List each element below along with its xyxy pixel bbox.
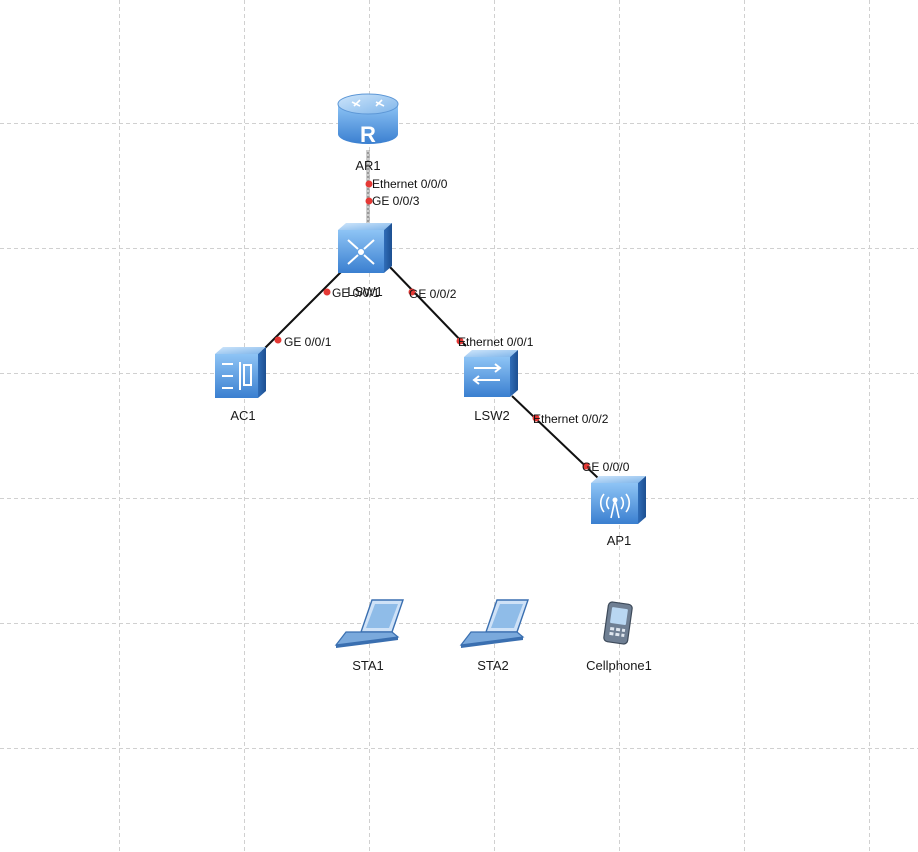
port-dot — [456, 337, 464, 345]
access-controller-icon — [215, 347, 266, 398]
links — [261, 150, 599, 479]
port-dot — [532, 414, 540, 422]
port-dot — [365, 197, 373, 205]
port-label: GE 0/0/2 — [409, 287, 457, 301]
device-label: Cellphone1 — [586, 658, 652, 673]
core-switch-icon — [338, 223, 392, 273]
port-label: GE 0/0/1 — [284, 335, 332, 349]
device-sta1[interactable]: STA1 — [334, 599, 404, 673]
switch-icon — [464, 350, 518, 397]
port-dot — [408, 288, 416, 296]
device-lsw1[interactable]: LSW1 — [338, 223, 392, 299]
port-label: GE 0/0/3 — [372, 194, 420, 208]
laptop-icon — [459, 599, 529, 648]
port-dots — [274, 180, 590, 470]
cellphone-icon — [603, 601, 633, 645]
port-dot — [274, 336, 282, 344]
device-label: LSW1 — [347, 284, 382, 299]
port-label: Ethernet 0/0/1 — [458, 335, 534, 349]
link-lsw1-lsw2[interactable] — [387, 264, 467, 347]
device-sta2[interactable]: STA2 — [459, 599, 529, 673]
svg-text:R: R — [360, 122, 376, 147]
device-ac1[interactable]: AC1 — [215, 347, 266, 423]
link-lsw1-ac1[interactable] — [261, 264, 349, 352]
port-label: Ethernet 0/0/0 — [372, 177, 448, 191]
device-ar1[interactable]: R AR1 — [337, 93, 399, 173]
device-label: AC1 — [230, 408, 255, 423]
device-label: LSW2 — [474, 408, 509, 423]
port-label: GE 0/0/0 — [582, 460, 630, 474]
device-ap1[interactable]: AP1 — [591, 476, 646, 548]
device-label: AP1 — [607, 533, 632, 548]
device-label: AR1 — [355, 158, 380, 173]
port-dot — [365, 180, 373, 188]
laptop-icon — [334, 599, 404, 648]
device-label: STA1 — [352, 658, 384, 673]
port-dot — [582, 462, 590, 470]
port-label: GE 0/0/1 — [332, 286, 380, 300]
device-label: STA2 — [477, 658, 509, 673]
port-labels: Ethernet 0/0/0 GE 0/0/3 GE 0/0/1 GE 0/0/… — [284, 177, 630, 474]
port-label: Ethernet 0/0/2 — [533, 412, 609, 426]
device-lsw2[interactable]: LSW2 — [464, 350, 518, 423]
port-dot — [323, 288, 331, 296]
router-icon: R — [337, 93, 399, 147]
access-point-icon — [591, 476, 646, 524]
device-cellphone1[interactable]: Cellphone1 — [586, 601, 652, 673]
